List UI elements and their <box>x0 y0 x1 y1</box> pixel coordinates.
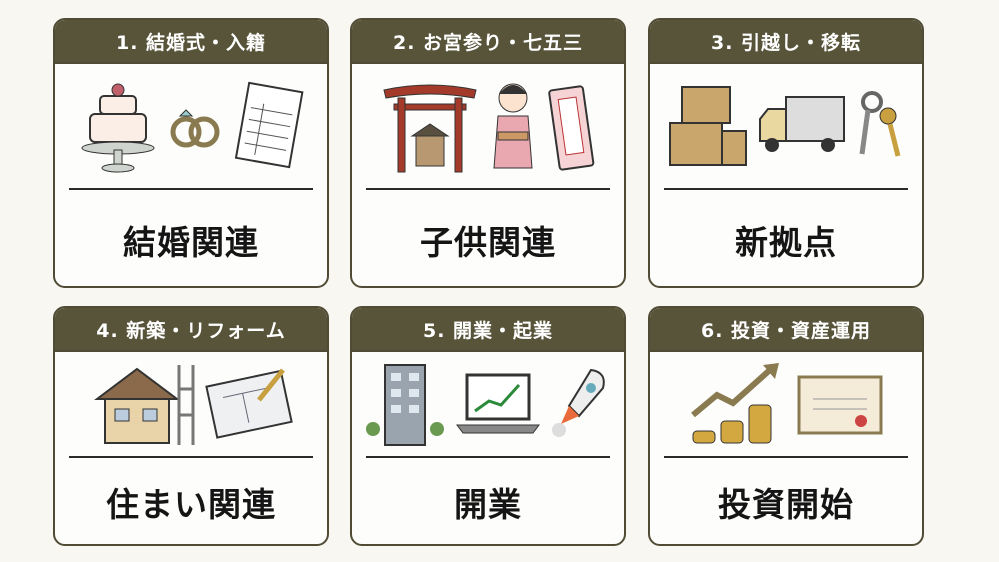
card-header: 5. 開業・起業 <box>352 308 624 352</box>
divider <box>69 456 313 458</box>
divider <box>664 188 908 190</box>
divider <box>366 456 610 458</box>
divider <box>664 456 908 458</box>
chitose-ame-bag-icon <box>548 85 595 171</box>
card-relocation: 3. 引越し・移転 新拠点 <box>648 18 924 288</box>
illustration <box>352 352 624 456</box>
rocket-icon <box>552 368 605 437</box>
house-construction-icon <box>94 365 195 445</box>
card-label: 投資開始 <box>718 485 854 524</box>
card-header: 3. 引越し・移転 <box>650 20 922 64</box>
blueprint-tools-icon <box>205 368 293 439</box>
card-business: 5. 開業・起業 開業 <box>350 306 626 546</box>
keys-icon <box>859 91 901 157</box>
card-wedding: 1. 結婚式・入籍 結婚関連 <box>53 18 329 288</box>
illustration <box>650 352 922 456</box>
card-header: 2. お宮参り・七五三 <box>352 20 624 64</box>
marriage-certificate-icon <box>234 81 304 169</box>
card-investment: 6. 投資・資産運用 投資開始 <box>648 306 924 546</box>
card-label: 結婚関連 <box>123 223 259 262</box>
illustration <box>55 352 327 456</box>
card-header: 1. 結婚式・入籍 <box>55 20 327 64</box>
laptop-chart-icon <box>456 373 540 434</box>
divider <box>366 188 610 190</box>
divider <box>69 188 313 190</box>
coins-growth-icon <box>691 363 779 444</box>
torii-shrine-icon <box>383 84 477 173</box>
illustration <box>650 64 922 188</box>
office-building-icon <box>366 364 444 446</box>
card-label: 開業 <box>454 485 522 524</box>
illustration <box>352 64 624 188</box>
card-label: 子供関連 <box>420 223 556 262</box>
card-header: 4. 新築・リフォーム <box>55 308 327 352</box>
truck-icon <box>759 96 845 152</box>
card-label: 新拠点 <box>735 223 837 262</box>
card-children: 2. お宮参り・七五三 子供関連 <box>350 18 626 288</box>
rings-icon <box>170 109 220 148</box>
illustration <box>55 64 327 188</box>
card-label: 住まい関連 <box>106 485 276 524</box>
child-kimono-icon <box>493 83 533 169</box>
card-housing: 4. 新築・リフォーム 住まい関連 <box>53 306 329 546</box>
wedding-cake-icon <box>81 83 155 173</box>
card-header: 6. 投資・資産運用 <box>650 308 922 352</box>
certificate-icon <box>797 375 883 435</box>
moving-boxes-icon <box>669 86 747 166</box>
